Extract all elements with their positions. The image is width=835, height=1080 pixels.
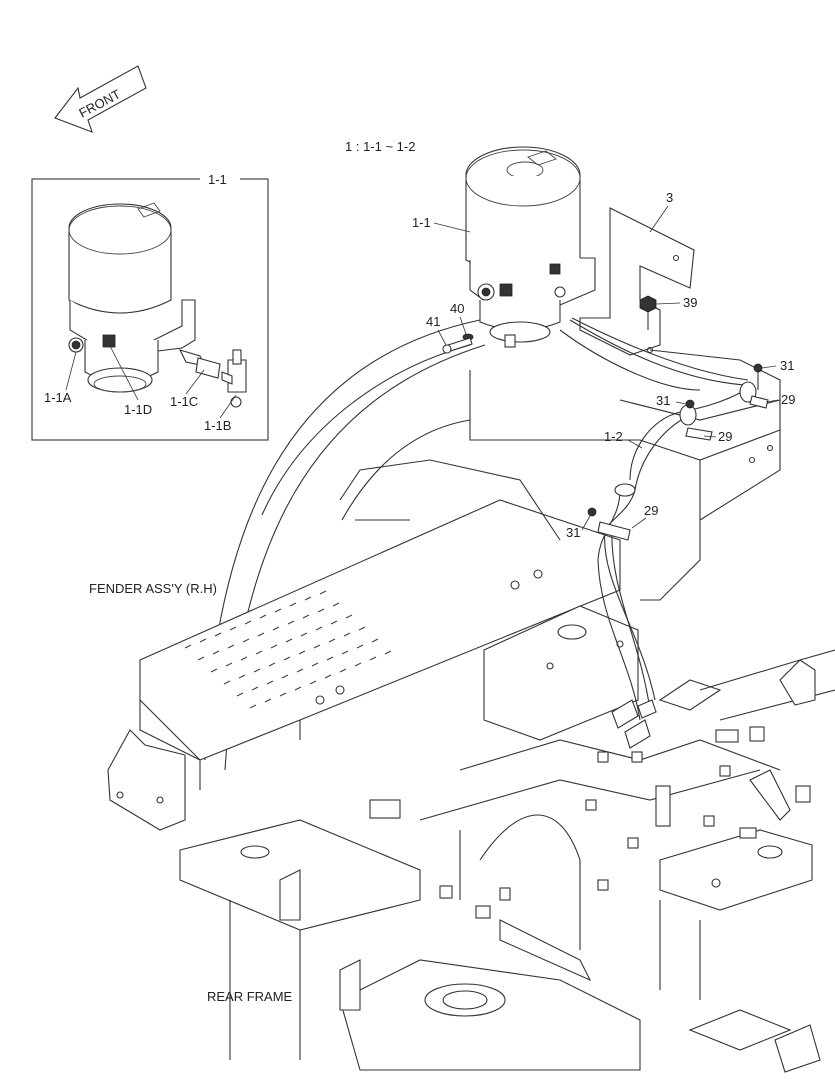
callout-31-mid: 31 [656, 393, 670, 408]
leader-1-2 [627, 439, 643, 449]
callout-29-mid: 29 [718, 429, 732, 444]
callout-1-2: 1-2 [604, 429, 623, 444]
leader-1-1 [433, 222, 471, 233]
mounting-bracket [579, 207, 695, 356]
inset-label-1-1a: 1-1A [44, 390, 72, 405]
callout-41: 41 [426, 314, 440, 329]
front-arrow: FRONT [54, 65, 147, 133]
callout-3: 3 [666, 190, 673, 205]
callout-40: 40 [450, 301, 464, 316]
fender-assembly-drawing [107, 319, 781, 831]
leader-29-top [765, 399, 779, 403]
leader-1-1a [65, 351, 77, 391]
callout-29-top: 29 [781, 392, 795, 407]
rear-frame-drawing [179, 605, 835, 1073]
hose-assembly [559, 317, 769, 749]
main-pump-drawing [442, 146, 695, 356]
inset-frame [31, 178, 269, 441]
leader-40 [459, 316, 467, 335]
leader-31-mid [675, 401, 687, 405]
leader-31-top [761, 365, 777, 369]
leader-41 [437, 329, 447, 346]
leader-29-low [631, 517, 647, 529]
callout-1-1: 1-1 [412, 215, 431, 230]
rear-frame-label: REAR FRAME [207, 989, 293, 1004]
callout-31-low: 31 [566, 525, 580, 540]
callout-39: 39 [683, 295, 697, 310]
leader-1-1c [185, 369, 205, 395]
leader-29-mid [703, 435, 717, 438]
inset-detail: 1-1 1-1A 1-1D 1-1C 1-1B [31, 172, 269, 441]
leader-3 [649, 205, 669, 233]
inset-label-1-1b: 1-1B [204, 418, 231, 433]
inset-label-1-1c: 1-1C [170, 394, 198, 409]
leader-1-1b [219, 394, 237, 419]
fender-assembly-label: FENDER ASS'Y (R.H) [89, 581, 217, 596]
anti-slip-pattern [184, 590, 392, 709]
leader-31-low [581, 515, 591, 531]
callout-31-top: 31 [780, 358, 794, 373]
inset-pump-drawing [68, 202, 247, 408]
inset-label-1-1d: 1-1D [124, 402, 152, 417]
leader-1-1d [109, 345, 139, 401]
callout-29-low: 29 [644, 503, 658, 518]
scale-note: 1 : 1-1 ~ 1-2 [345, 139, 415, 154]
leader-39 [655, 302, 681, 305]
inset-title: 1-1 [208, 172, 227, 187]
